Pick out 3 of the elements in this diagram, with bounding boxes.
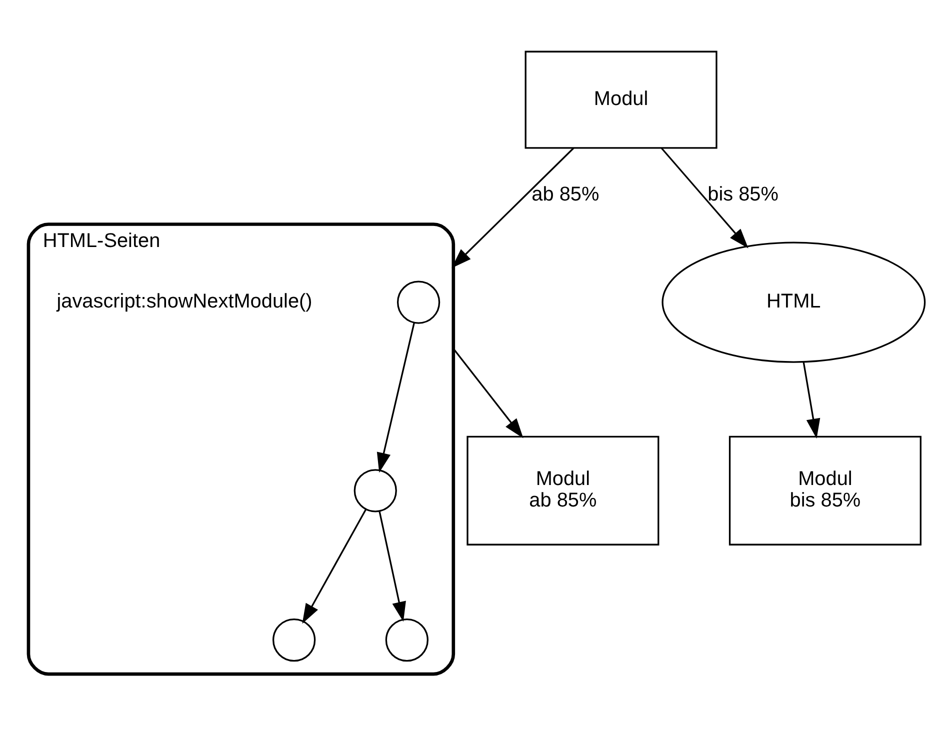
edge-label: bis 85% [708,183,778,206]
node-label: javascript:showNextModule() [56,290,312,312]
edge-label: ab 85% [532,183,600,206]
